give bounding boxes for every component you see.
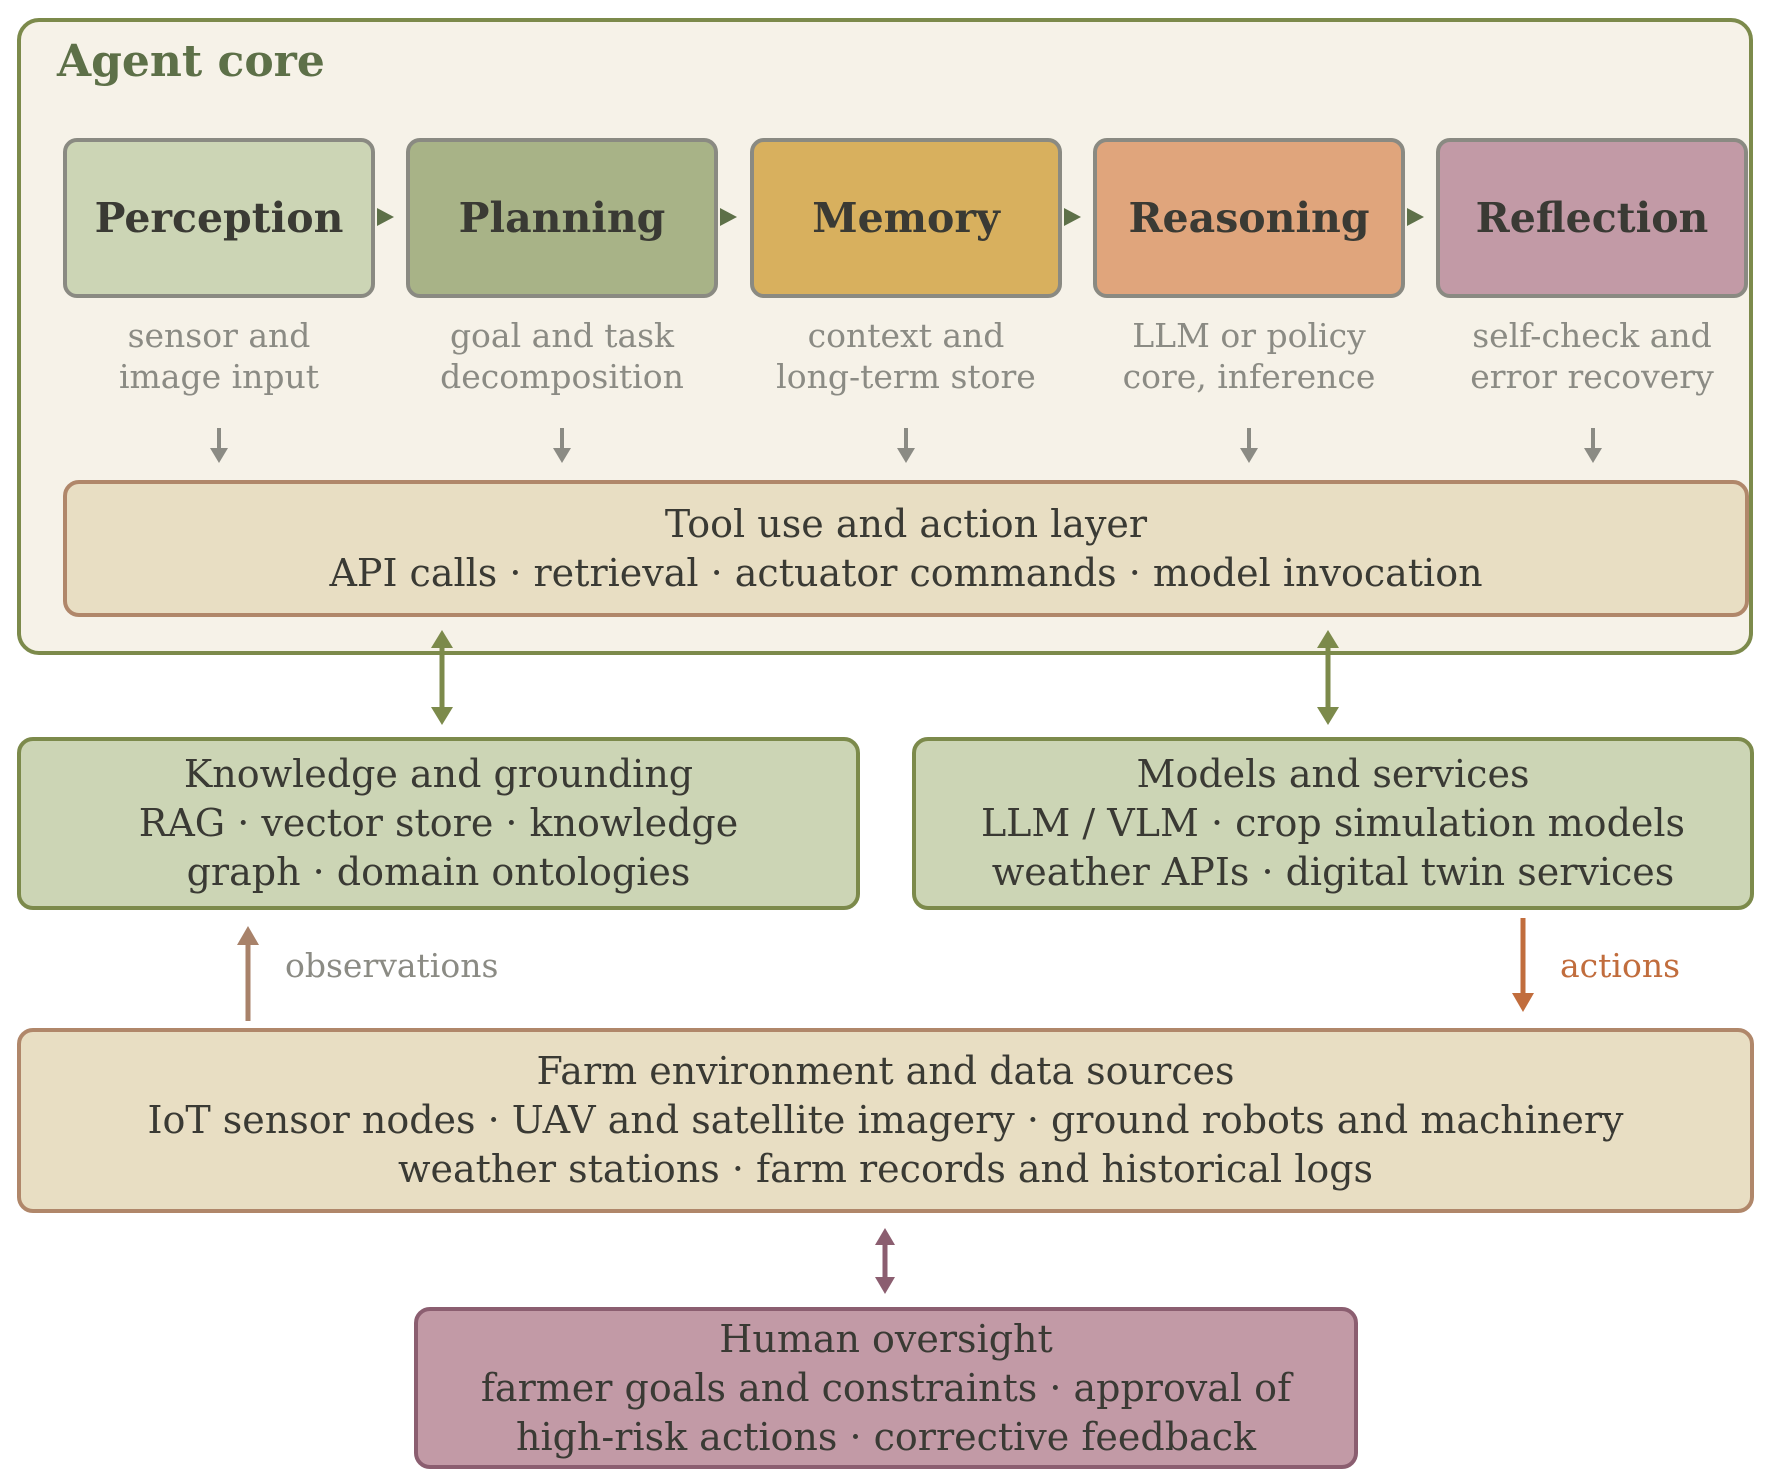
desc-line: decomposition bbox=[440, 357, 684, 396]
desc-line: goal and task bbox=[449, 316, 675, 355]
human-line: farmer goals and constraints · approval … bbox=[480, 1365, 1292, 1410]
down-arrow-head bbox=[897, 448, 915, 463]
down-arrow-head bbox=[553, 448, 571, 463]
stage-desc-perception: sensor and image input bbox=[54, 315, 384, 397]
arrow-head bbox=[875, 1277, 895, 1294]
arrow-head bbox=[237, 926, 259, 945]
models-title: Models and services bbox=[1136, 752, 1530, 796]
arrow-head bbox=[875, 1228, 895, 1245]
farm-box: Farm environment and data sources IoT se… bbox=[17, 1028, 1754, 1213]
desc-line: core, inference bbox=[1122, 357, 1376, 396]
stage-arrow-icon bbox=[1064, 208, 1081, 226]
knowledge-line: RAG · vector store · knowledge bbox=[138, 801, 739, 845]
models-line: weather APIs · digital twin services bbox=[991, 850, 1675, 894]
stage-desc-reflection: self-check and error recovery bbox=[1427, 315, 1757, 397]
desc-line: sensor and bbox=[127, 316, 311, 355]
arrow-head bbox=[431, 707, 453, 725]
stage-planning: Planning bbox=[406, 138, 718, 298]
tool-layer-box: Tool use and action layer API calls · re… bbox=[63, 480, 1749, 617]
tool-layer-items: API calls · retrieval · actuator command… bbox=[329, 550, 1483, 595]
arrow-head bbox=[1317, 707, 1339, 725]
human-title: Human oversight bbox=[719, 1316, 1053, 1361]
desc-line: image input bbox=[118, 357, 320, 396]
knowledge-line: graph · domain ontologies bbox=[186, 850, 691, 894]
stage-arrow-icon bbox=[720, 208, 737, 226]
knowledge-box: Knowledge and grounding RAG · vector sto… bbox=[17, 737, 860, 910]
arrow-head bbox=[1512, 993, 1534, 1012]
stage-perception: Perception bbox=[63, 138, 375, 298]
stage-reflection: Reflection bbox=[1436, 138, 1748, 298]
desc-line: context and bbox=[807, 316, 1005, 355]
desc-line: error recovery bbox=[1470, 357, 1714, 396]
stage-reasoning: Reasoning bbox=[1093, 138, 1405, 298]
stage-desc-memory: context and long-term store bbox=[741, 315, 1071, 397]
farm-line: IoT sensor nodes · UAV and satellite ima… bbox=[147, 1098, 1624, 1142]
arrow-head bbox=[431, 630, 453, 648]
desc-line: LLM or policy bbox=[1132, 316, 1366, 355]
stage-arrow-icon bbox=[1407, 208, 1424, 226]
tool-layer-title: Tool use and action layer bbox=[664, 501, 1148, 546]
farm-title: Farm environment and data sources bbox=[536, 1049, 1235, 1093]
arrow-head bbox=[1317, 630, 1339, 648]
down-arrow-head bbox=[1584, 448, 1602, 463]
down-arrow-head bbox=[1240, 448, 1258, 463]
stage-desc-reasoning: LLM or policy core, inference bbox=[1084, 315, 1414, 397]
desc-line: long-term store bbox=[776, 357, 1036, 396]
stage-arrow-icon bbox=[377, 208, 394, 226]
stage-memory: Memory bbox=[750, 138, 1062, 298]
stage-desc-planning: goal and task decomposition bbox=[397, 315, 727, 397]
models-line: LLM / VLM · crop simulation models bbox=[980, 801, 1686, 845]
agent-core-title: Agent core bbox=[57, 36, 325, 87]
farm-line: weather stations · farm records and hist… bbox=[397, 1147, 1374, 1191]
human-line: high-risk actions · corrective feedback bbox=[515, 1414, 1257, 1459]
knowledge-title: Knowledge and grounding bbox=[183, 752, 694, 796]
observations-label: observations bbox=[285, 946, 499, 985]
actions-label: actions bbox=[1560, 946, 1681, 985]
down-arrow-head bbox=[210, 448, 228, 463]
desc-line: self-check and bbox=[1472, 316, 1712, 355]
models-box: Models and services LLM / VLM · crop sim… bbox=[912, 737, 1754, 910]
human-oversight-box: Human oversight farmer goals and constra… bbox=[414, 1307, 1358, 1469]
